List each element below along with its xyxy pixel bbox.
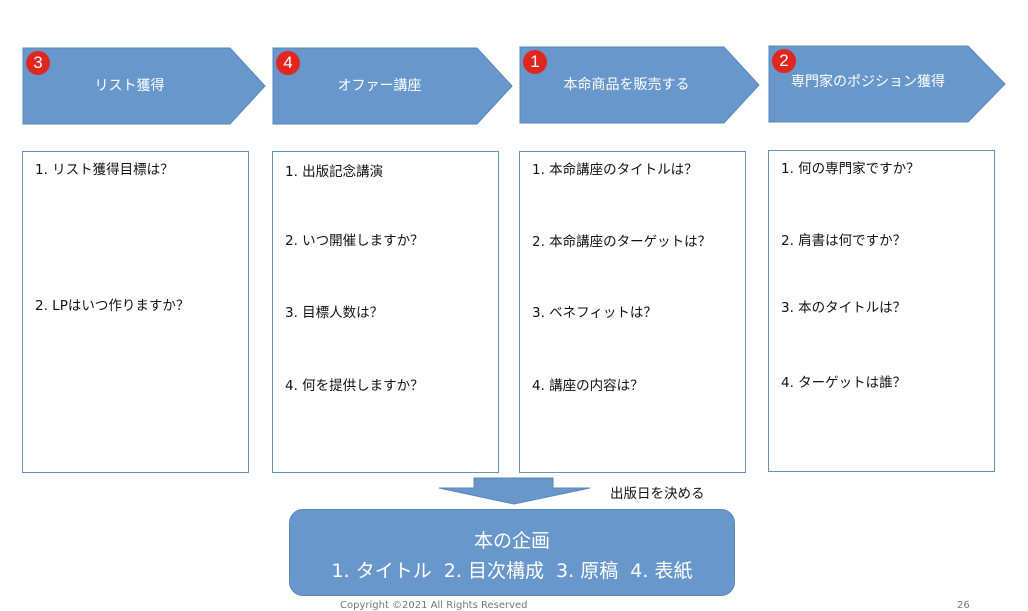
question: 4. 講座の内容は？	[532, 378, 644, 394]
step-badge: 1	[523, 50, 547, 74]
step-badge: 3	[26, 51, 50, 75]
question: 4. 何を提供しますか？	[285, 378, 424, 394]
step-arrow: 4 オファー講座	[272, 47, 517, 125]
question: 2. LPはいつ作りますか？	[35, 298, 190, 314]
question-box: 1. 何の専門家ですか？ 2. 肩書は何ですか？ 3. 本のタイトルは？ 4. …	[768, 150, 995, 472]
question-box: 1. リスト獲得目標は？ 2. LPはいつ作りますか？	[22, 151, 249, 473]
question: 1. 出版記念講演	[285, 164, 384, 180]
book-plan-box: 本の企画 1. タイトル 2. 目次構成 3. 原稿 4. 表紙	[289, 509, 735, 596]
question-box: 1. 本命講座のタイトルは？ 2. 本命講座のターゲットは？ 3. ベネフィット…	[519, 151, 746, 473]
question: 1. 本命講座のタイトルは？	[532, 162, 698, 178]
question: 2. 本命講座のターゲットは？	[532, 234, 712, 250]
step-title: 本命商品を販売する	[563, 77, 690, 93]
step-arrow: 3 リスト獲得	[22, 47, 267, 125]
question: 3. ベネフィットは？	[532, 305, 657, 321]
step-title: 専門家のポジション獲得	[791, 74, 945, 90]
step-arrow: 1 本命商品を販売する	[519, 46, 764, 124]
step-title: リスト獲得	[94, 78, 165, 94]
question: 3. 目標人数は？	[285, 305, 384, 321]
step-badge: 2	[772, 49, 796, 73]
question: 1. リスト獲得目標は？	[35, 162, 174, 178]
step-arrow: 2 専門家のポジション獲得	[768, 45, 1013, 123]
question-box: 1. 出版記念講演 2. いつ開催しますか？ 3. 目標人数は？ 4. 何を提供…	[272, 151, 499, 473]
step-title: オファー講座	[337, 78, 422, 94]
step-badge: 4	[276, 51, 300, 75]
plan-items: 1. タイトル 2. 目次構成 3. 原稿 4. 表紙	[331, 560, 693, 582]
plan-title: 本の企画	[473, 530, 550, 552]
question: 4. ターゲットは誰？	[781, 375, 907, 391]
question: 1. 何の専門家ですか？	[781, 161, 920, 177]
publication-date-note: 出版日を決める	[610, 486, 705, 502]
down-arrow	[437, 477, 593, 509]
question: 2. いつ開催しますか？	[285, 233, 424, 249]
question: 3. 本のタイトルは？	[781, 300, 907, 316]
question: 2. 肩書は何ですか？	[781, 233, 907, 249]
